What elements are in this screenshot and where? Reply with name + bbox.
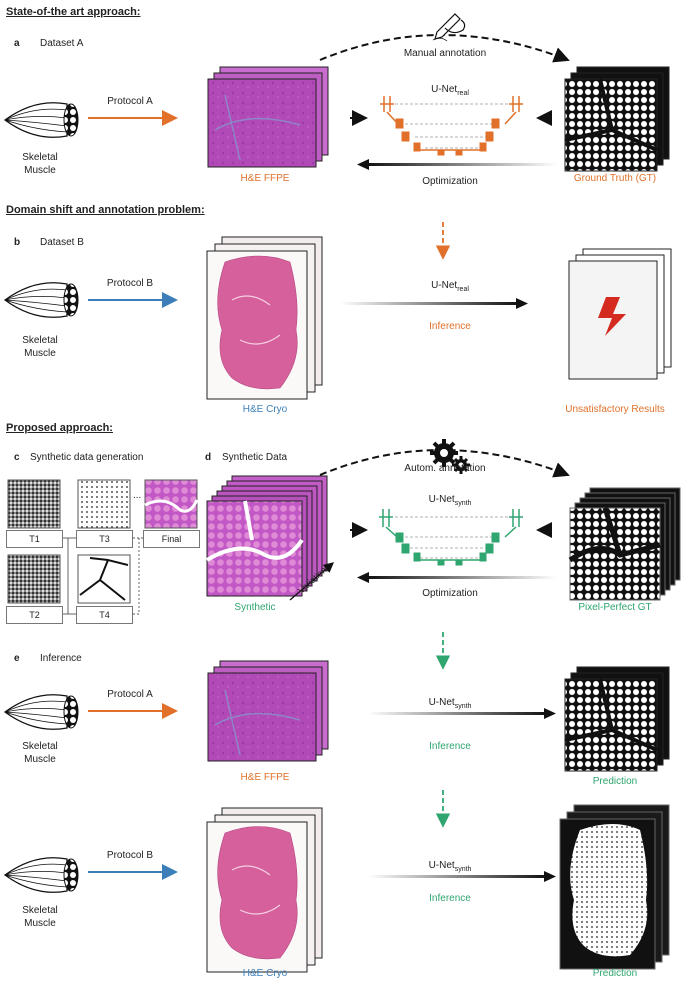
texture-label-t2: T2 — [6, 606, 63, 624]
protocol-a-label: Protocol A — [107, 96, 153, 107]
writing-hand-icon — [432, 13, 466, 42]
panel-label-c: Synthetic data generation — [30, 452, 144, 463]
optimization-label: Optimization — [422, 176, 478, 187]
panel-letter-e: e — [14, 653, 20, 664]
prediction-stack — [564, 666, 670, 772]
pixel-perfect-gt-stack — [568, 487, 681, 601]
muscle-icon — [3, 857, 79, 893]
unsatisfactory-stack — [568, 248, 672, 380]
muscle-icon — [3, 694, 79, 730]
autom-annotation-label: Autom. annotation — [404, 463, 486, 474]
panel-label-d: Synthetic Data — [222, 452, 288, 463]
protocol-a-label: Protocol A — [107, 689, 153, 700]
gear-icon — [452, 456, 470, 474]
unsatisfactory-caption: Unsatisfactory Results — [565, 404, 665, 415]
inference-arrow — [368, 875, 546, 878]
panel-letter-c: c — [14, 452, 20, 463]
he-cryo-caption: H&E Cryo — [242, 404, 288, 415]
prediction-caption: Prediction — [592, 776, 638, 787]
optimization-arrow — [367, 163, 557, 166]
pixel-perfect-caption: Pixel-Perfect GT — [578, 602, 652, 613]
unet-real-diagram — [380, 96, 523, 156]
manual-annotation-label: Manual annotation — [403, 48, 487, 59]
optimization-arrow — [367, 576, 557, 579]
texture-label-final: Final — [143, 530, 200, 548]
section-title-domain-shift: Domain shift and annotation problem: — [6, 204, 205, 216]
texture-t3 — [77, 479, 131, 529]
inference-label: Inference — [429, 893, 471, 904]
ground-truth-stack — [564, 66, 670, 172]
texture-label-t3: T3 — [76, 530, 133, 548]
panel-label-b: Dataset B — [40, 237, 84, 248]
he-cryo-stack — [206, 236, 323, 400]
synthetic-caption: Synthetic — [234, 602, 276, 613]
section-title-proposed: Proposed approach: — [6, 422, 113, 434]
texture-t4 — [77, 554, 131, 604]
muscle-icon — [3, 282, 79, 318]
ground-truth-caption: Ground Truth (GT) — [573, 173, 657, 184]
prediction-stack — [559, 804, 670, 970]
panel-letter-d: d — [205, 452, 212, 463]
unet-synth-diagram — [379, 509, 523, 566]
he-ffpe-stack — [207, 66, 329, 168]
muscle-icon — [3, 102, 79, 138]
he-cryo-caption: H&E Cryo — [242, 968, 288, 979]
unet-real-label: U-Netreal — [431, 280, 469, 293]
ellipsis-label: ... — [133, 490, 142, 501]
he-ffpe-caption: H&E FFPE — [240, 772, 290, 783]
protocol-b-label: Protocol B — [106, 278, 154, 289]
prediction-caption: Prediction — [592, 968, 638, 979]
panel-letter-a: a — [14, 38, 20, 49]
unet-synth-label: U-Netsynth — [428, 860, 472, 873]
gear-icon — [430, 439, 458, 467]
he-cryo-stack — [206, 807, 323, 973]
optimization-label: Optimization — [422, 588, 478, 599]
unet-synth-label: U-Netsynth — [428, 697, 472, 710]
inference-label: Inference — [429, 741, 471, 752]
inference-arrow — [340, 302, 518, 305]
lightning-icon — [598, 297, 626, 336]
panel-label-e: Inference — [40, 653, 82, 664]
he-ffpe-stack — [207, 660, 329, 762]
panel-letter-b: b — [14, 237, 21, 248]
section-title-state-of-the-art: State-of-the art approach: — [6, 6, 141, 18]
synthetic-stack — [205, 475, 328, 597]
inference-label: Inference — [429, 321, 471, 332]
texture-label-t1: T1 — [6, 530, 63, 548]
inference-arrow — [368, 712, 546, 715]
unet-synth-label: U-Netsynth — [428, 494, 472, 507]
unet-real-label: U-Netreal — [431, 84, 469, 97]
variation-arrow — [289, 562, 334, 601]
protocol-b-label: Protocol B — [106, 850, 154, 861]
texture-label-t4: T4 — [76, 606, 133, 624]
panel-label-a: Dataset A — [40, 38, 84, 49]
texture-t1 — [7, 479, 61, 529]
texture-t2 — [7, 554, 61, 604]
he-ffpe-caption: H&E FFPE — [240, 173, 290, 184]
